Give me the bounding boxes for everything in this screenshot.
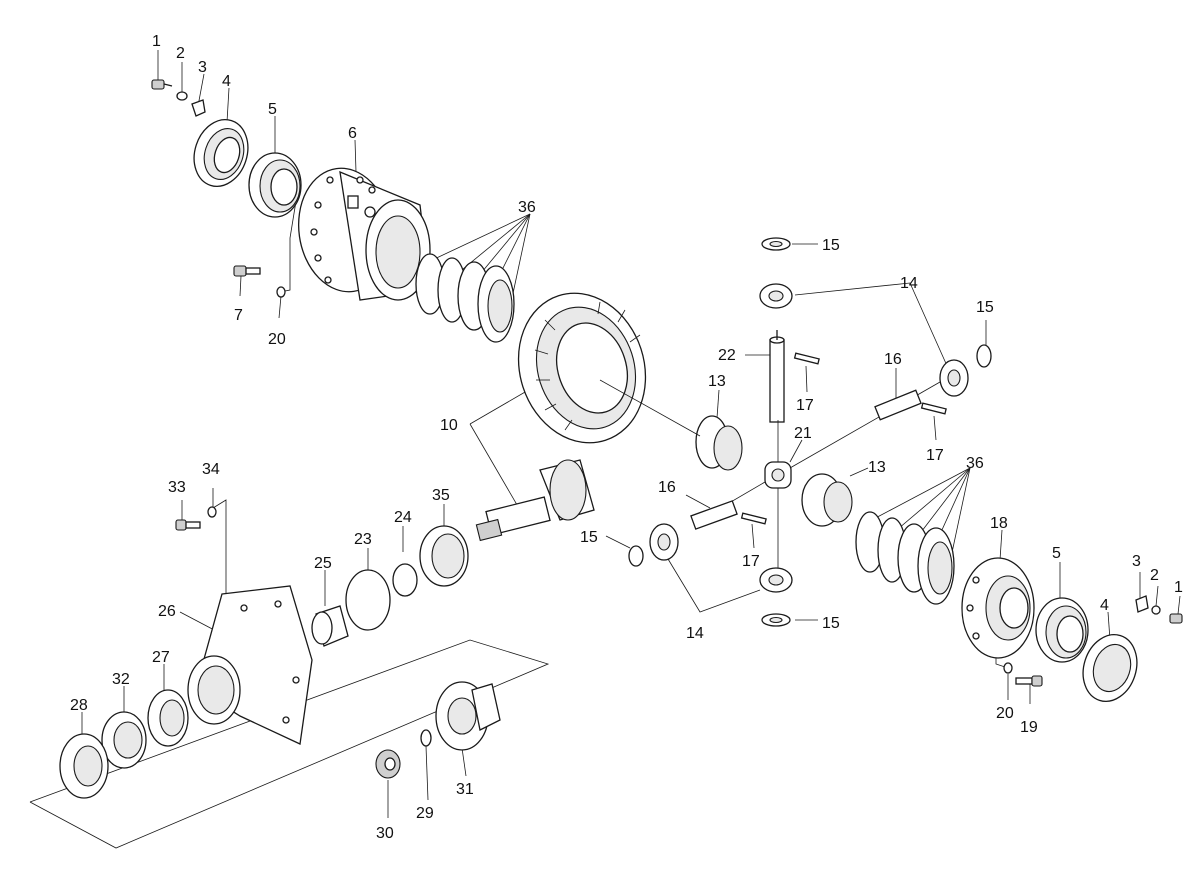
seal-ring-23 <box>345 569 391 631</box>
washer-34 <box>207 506 217 518</box>
callout-c17c: 17 <box>742 553 760 570</box>
bearing-35 <box>419 525 469 587</box>
seal-32 <box>101 711 147 769</box>
bolt-1-upper <box>151 79 173 90</box>
callout-c32: 32 <box>112 671 130 688</box>
lock-plate-3-upper <box>191 99 206 117</box>
bolt-19 <box>1015 675 1043 687</box>
callout-c16a: 16 <box>884 351 902 368</box>
pin-17-b <box>920 402 947 415</box>
callout-c23: 23 <box>354 531 372 548</box>
pin-17-a <box>793 352 820 365</box>
bolt-7 <box>233 265 261 277</box>
spacer-25 <box>311 605 349 647</box>
callout-c13a: 13 <box>708 373 726 390</box>
callout-c13b: 13 <box>868 459 886 476</box>
washer-15-left <box>628 545 644 567</box>
shaft-16-left <box>690 500 738 530</box>
callout-c28: 28 <box>70 697 88 714</box>
pinion-14-right <box>939 359 969 397</box>
washer-15-bottom <box>761 613 791 627</box>
callout-c36a: 36 <box>518 199 536 216</box>
case-half-18 <box>961 557 1035 659</box>
callout-c15c: 15 <box>580 529 598 546</box>
washer-20-lower <box>1003 662 1013 674</box>
pinion-14-bottom <box>759 567 793 593</box>
callout-c33: 33 <box>168 479 186 496</box>
callout-c35: 35 <box>432 487 450 504</box>
washer-20-upper <box>276 286 286 298</box>
side-gear-13-right <box>801 473 853 527</box>
callout-c15a: 15 <box>822 237 840 254</box>
callout-c30: 30 <box>376 825 394 842</box>
callout-c17b: 17 <box>926 447 944 464</box>
shaft-22 <box>769 330 785 423</box>
lock-nut-4-upper <box>193 119 249 187</box>
pin-17-c <box>740 512 767 525</box>
callout-c15b: 15 <box>976 299 994 316</box>
flange-31 <box>435 681 501 751</box>
callout-c20a: 20 <box>268 331 286 348</box>
shaft-16-right <box>874 389 922 421</box>
washer-15-top <box>761 237 791 251</box>
callout-c21: 21 <box>794 425 812 442</box>
pinion-14-top <box>759 283 793 309</box>
callout-c14b: 14 <box>686 625 704 642</box>
callout-c2b: 2 <box>1150 567 1159 584</box>
callout-c3a: 3 <box>198 59 207 76</box>
callout-c5b: 5 <box>1052 545 1061 562</box>
callout-c5a: 5 <box>268 101 277 118</box>
callout-c26: 26 <box>158 603 176 620</box>
bearing-5-upper <box>248 152 302 218</box>
washer-15-right <box>976 344 992 368</box>
callout-c3b: 3 <box>1132 553 1141 570</box>
pinion-shaft-10 <box>475 459 595 542</box>
callout-c24: 24 <box>394 509 412 526</box>
callout-c4b: 4 <box>1100 597 1109 614</box>
callout-c1a: 1 <box>152 33 161 50</box>
callout-c34: 34 <box>202 461 220 478</box>
callout-c2a: 2 <box>176 45 185 62</box>
callout-c20b: 20 <box>996 705 1014 722</box>
bearing-5-lower <box>1035 597 1089 663</box>
callout-c18: 18 <box>990 515 1008 532</box>
side-gear-13-left <box>599 379 743 471</box>
callout-c19: 19 <box>1020 719 1038 736</box>
ring-gear-10 <box>517 292 647 444</box>
lock-nut-4-lower <box>1082 634 1138 702</box>
clutch-plates-36-upper <box>415 253 515 343</box>
nut-30 <box>375 749 401 779</box>
differential-case-6 <box>297 167 431 301</box>
callout-c27: 27 <box>152 649 170 666</box>
callout-c17a: 17 <box>796 397 814 414</box>
washer-2-upper <box>176 91 188 101</box>
callout-c25: 25 <box>314 555 332 572</box>
pinion-14-left <box>649 523 679 561</box>
callout-c16b: 16 <box>658 479 676 496</box>
bolt-1-lower <box>1169 613 1183 624</box>
o-ring-29 <box>420 729 432 747</box>
callout-c22: 22 <box>718 347 736 364</box>
callout-c15d: 15 <box>822 615 840 632</box>
callout-c10: 10 <box>440 417 458 434</box>
callout-c29: 29 <box>416 805 434 822</box>
callout-labels: 1234567203615141522171617132113103616171… <box>70 33 1183 842</box>
callout-c6: 6 <box>348 125 357 142</box>
ring-24 <box>392 563 418 597</box>
callout-c1b: 1 <box>1174 579 1183 596</box>
callout-c7: 7 <box>234 307 243 324</box>
bearing-housing-26 <box>187 585 313 745</box>
bolt-33 <box>175 519 201 531</box>
washer-2-lower <box>1151 605 1161 615</box>
callout-c4a: 4 <box>222 73 231 90</box>
lock-plate-3-lower <box>1135 595 1149 613</box>
callout-c31: 31 <box>456 781 474 798</box>
callout-c36b: 36 <box>966 455 984 472</box>
callout-c14a: 14 <box>900 275 918 292</box>
bearing-27 <box>147 689 189 747</box>
dust-cover-28 <box>59 733 109 799</box>
clutch-plates-36-lower <box>855 511 955 605</box>
